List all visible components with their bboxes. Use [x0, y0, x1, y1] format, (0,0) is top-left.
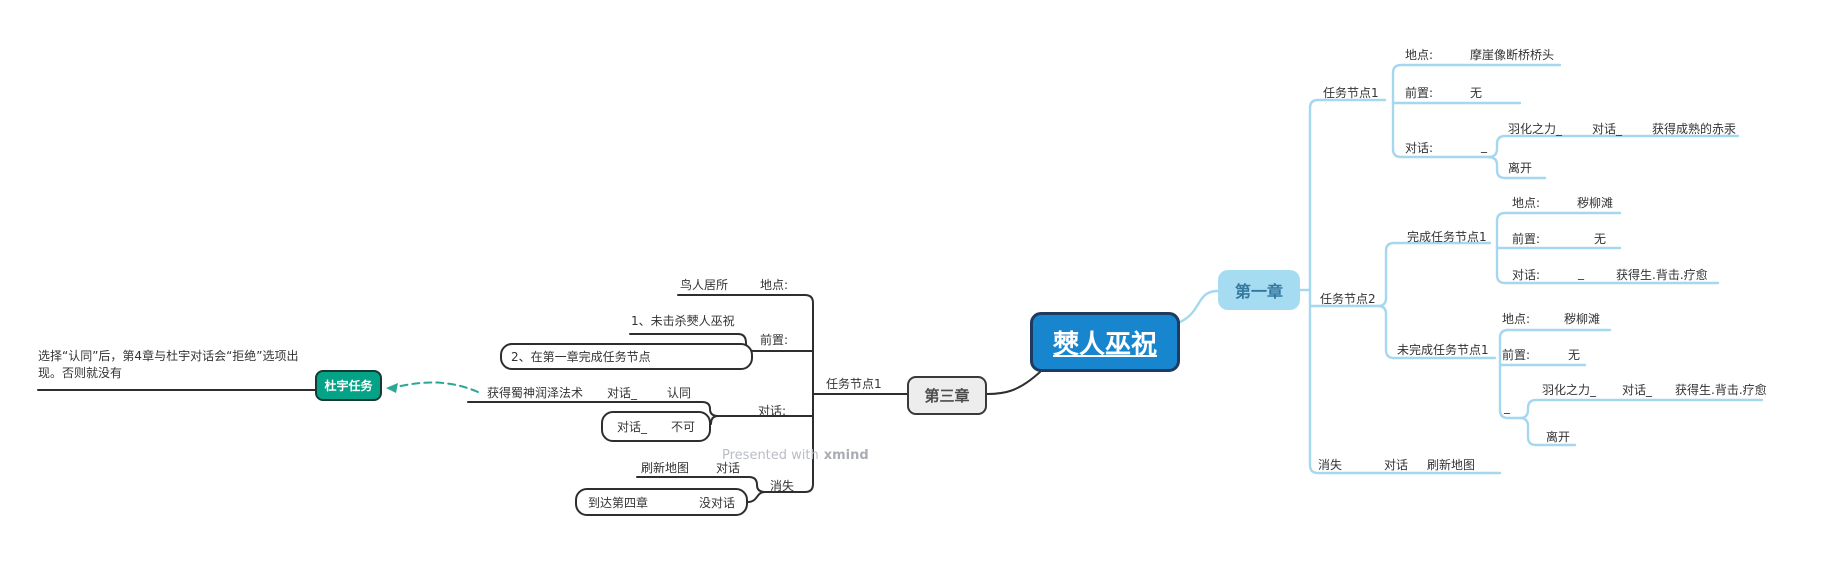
- ch1-undone-option1-dialog[interactable]: 对话_: [1622, 383, 1653, 397]
- ch1-done-label[interactable]: 完成任务节点1: [1407, 230, 1487, 244]
- ch3-agree-reward[interactable]: 获得蜀神润泽法术: [487, 386, 584, 400]
- root-topic[interactable]: 僰人巫祝: [1030, 312, 1180, 372]
- ch3-nodialog-label: 没对话: [698, 495, 735, 510]
- ch3-agree-dialog[interactable]: 对话_: [607, 386, 638, 400]
- ch1-t1-dialog-placeholder[interactable]: _: [1481, 139, 1487, 153]
- connector-left-disappear-dialog: [636, 476, 766, 493]
- ch1-done-dialog-placeholder[interactable]: _: [1578, 266, 1584, 280]
- connector-r-task2-down: [1376, 304, 1497, 360]
- ch1-task1-label[interactable]: 任务节点1: [1323, 86, 1379, 100]
- ch3-agree-label[interactable]: 认同: [667, 386, 692, 400]
- connector-left-dialog-agree: [467, 401, 719, 417]
- ch1-undone-label[interactable]: 未完成任务节点1: [1397, 343, 1489, 357]
- ch3-pre-label[interactable]: 前置:: [760, 333, 789, 347]
- connector-r-undone-dialog-down: [1518, 416, 1577, 447]
- ch1-undone-pre-value[interactable]: 无: [1568, 348, 1581, 362]
- ch1-done-pre-label[interactable]: 前置:: [1512, 232, 1541, 246]
- ch1-done-dialog-label[interactable]: 对话:: [1512, 268, 1541, 282]
- ch3-disappear-dialog-result[interactable]: 刷新地图: [641, 461, 690, 475]
- ch3-dialog-placeholder[interactable]: _: [721, 402, 727, 416]
- connector-r-task1-spine: [1391, 63, 1562, 159]
- ch1-done-dialog-reward[interactable]: 获得生.背击.疗愈: [1616, 268, 1708, 282]
- duyu-task-topic[interactable]: 杜宇任务: [315, 370, 382, 401]
- connector-r-task1-dialog-up: [1486, 134, 1740, 159]
- ch3-task1-label[interactable]: 任务节点1: [826, 377, 882, 391]
- chapter1-topic[interactable]: 第一章: [1218, 270, 1300, 310]
- relationship-arrowhead: [386, 383, 398, 393]
- ch1-t1-option1-label[interactable]: 羽化之力_: [1508, 122, 1563, 136]
- connector-r-undone-spine: [1498, 328, 1612, 420]
- ch3-pre-item1[interactable]: 1、未击杀僰人巫祝: [631, 314, 735, 328]
- ch1-disappear-dialog[interactable]: 对话: [1384, 458, 1409, 472]
- ch3-dialog-label[interactable]: 对话:: [758, 404, 787, 418]
- ch1-t1-option2-label[interactable]: 离开: [1508, 161, 1533, 175]
- ch1-t1-pre-label[interactable]: 前置:: [1405, 86, 1434, 100]
- ch1-t1-dialog-label[interactable]: 对话:: [1405, 141, 1434, 155]
- ch3-refuse-topic[interactable]: 对话_ 不可: [601, 411, 711, 442]
- ch1-undone-option1-reward[interactable]: 获得生.背击.疗愈: [1675, 383, 1767, 397]
- ch1-t1-option1-reward[interactable]: 获得成熟的赤汞: [1652, 122, 1737, 136]
- connector-root-to-ch1: [1178, 289, 1220, 324]
- connector-left-dialog-refuse: [710, 415, 719, 425]
- ch1-t1-pre-value[interactable]: 无: [1470, 86, 1483, 100]
- connector-r-task1-dialog-down: [1486, 155, 1547, 180]
- connector-right-spine: [1308, 98, 1502, 475]
- ch1-undone-option1-label[interactable]: 羽化之力_: [1542, 383, 1597, 397]
- ch1-undone-location-label[interactable]: 地点:: [1502, 312, 1531, 326]
- ch3-nodialog-result: 到达第四章: [588, 495, 649, 510]
- ch1-done-pre-value[interactable]: 无: [1594, 232, 1607, 246]
- ch3-refuse-dialog: 对话_: [617, 420, 648, 434]
- ch1-done-location-value[interactable]: 秽柳滩: [1577, 196, 1614, 210]
- connector-left-disappear-nodialog: [747, 491, 766, 503]
- ch3-disappear-dialog-label[interactable]: 对话: [716, 461, 741, 475]
- ch1-done-location-label[interactable]: 地点:: [1512, 196, 1541, 210]
- ch1-t1-location-label[interactable]: 地点:: [1405, 48, 1434, 62]
- ch1-t1-option1-dialog[interactable]: 对话_: [1592, 122, 1623, 136]
- ch3-nodialog-topic[interactable]: 到达第四章 没对话: [575, 488, 748, 516]
- connector-r-task2-up: [1376, 241, 1492, 308]
- ch1-undone-pre-label[interactable]: 前置:: [1502, 348, 1531, 362]
- ch3-refuse-label: 不可: [670, 420, 695, 434]
- ch1-disappear-result[interactable]: 刷新地图: [1427, 458, 1476, 472]
- duyu-note-topic[interactable]: 选择“认同”后，第4章与杜宇对话会“拒绝”选项出现。否则就没有: [38, 349, 299, 380]
- ch1-t1-location-value[interactable]: 摩崖像断桥桥头: [1470, 48, 1555, 62]
- ch3-disappear-label[interactable]: 消失: [770, 479, 795, 493]
- ch1-undone-dialog-placeholder[interactable]: _: [1504, 400, 1510, 414]
- connector-left-spine: [677, 294, 814, 493]
- connector-r-undone-dialog-up: [1518, 398, 1764, 420]
- ch3-location-label[interactable]: 地点:: [760, 278, 789, 292]
- watermark-prefix: Presented with: [722, 448, 819, 463]
- ch1-undone-option2-label[interactable]: 离开: [1546, 430, 1571, 444]
- ch1-disappear-label[interactable]: 消失: [1318, 458, 1343, 472]
- chapter3-topic[interactable]: 第三章: [907, 376, 987, 415]
- relationship-arrow-line[interactable]: [391, 381, 479, 393]
- ch3-pre-item2-text: 2、在第一章完成任务节点: [511, 350, 651, 364]
- ch3-pre-item2-topic[interactable]: 2、在第一章完成任务节点: [500, 343, 753, 370]
- xmind-watermark: Presented with xmind: [722, 448, 869, 463]
- ch3-location-value[interactable]: 鸟人居所: [680, 278, 729, 292]
- watermark-brand: xmind: [823, 448, 869, 463]
- connector-root-to-ch3: [986, 371, 1041, 395]
- ch1-undone-location-value[interactable]: 秽柳滩: [1564, 312, 1601, 326]
- ch1-task2-label[interactable]: 任务节点2: [1320, 292, 1376, 306]
